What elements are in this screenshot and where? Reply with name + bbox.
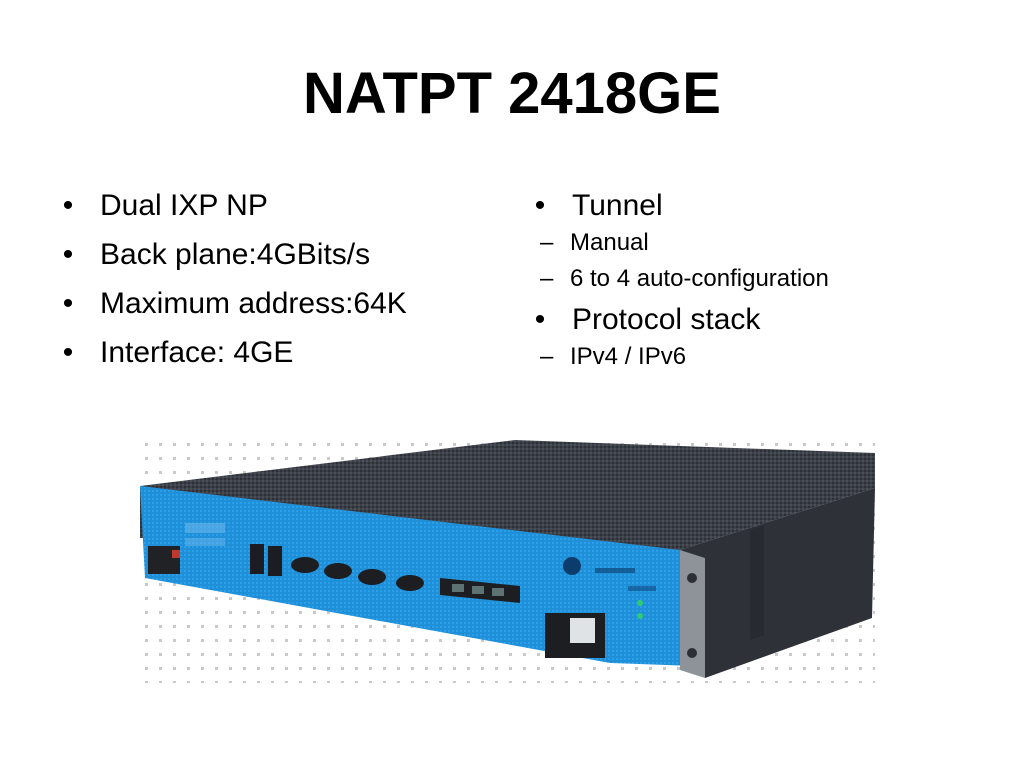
chassis-side: [680, 488, 875, 678]
bullet-marker: •: [534, 303, 546, 336]
sub-bullet-list-protocol: –IPv4 / IPv6: [530, 342, 990, 372]
sub-list-wrapper: –Manual –6 to 4 auto-configuration: [530, 228, 990, 294]
bullet-item: • Maximum address:64K: [58, 286, 498, 322]
rack-ear: [680, 550, 705, 678]
port: [324, 563, 352, 579]
bullet-text: Tunnel: [572, 189, 663, 222]
bullet-item: • Interface: 4GE: [58, 335, 498, 371]
logo: [563, 557, 581, 575]
sub-bullet-text: IPv4 / IPv6: [570, 343, 687, 370]
sub-bullet-text: 6 to 4 auto-configuration: [570, 265, 829, 292]
sub-bullet-text: Manual: [570, 229, 649, 256]
bullet-item-protocol-stack: • Protocol stack: [530, 302, 990, 338]
slot-block: [250, 544, 264, 574]
bullet-marker: •: [62, 238, 74, 271]
dash-marker: –: [540, 265, 554, 292]
right-bullet-list: •Tunnel –Manual –6 to 4 auto-configurati…: [530, 188, 990, 372]
bullet-text: Interface: 4GE: [100, 336, 294, 369]
sub-list-wrapper: –IPv4 / IPv6: [530, 342, 990, 372]
bullet-item: • Back plane:4GBits/s: [58, 237, 498, 273]
dash-marker: –: [540, 343, 554, 370]
bullet-marker: •: [62, 336, 74, 369]
sub-bullet-item: –IPv4 / IPv6: [530, 342, 990, 372]
bullet-text: Protocol stack: [572, 303, 761, 336]
bullet-item-tunnel: • Tunnel: [530, 188, 990, 224]
bullet-marker: •: [534, 189, 546, 222]
sub-bullet-item: –6 to 4 auto-configuration: [530, 264, 990, 294]
left-bullet-list: • Dual IXP NP • Back plane:4GBits/s • Maxim…: [58, 188, 498, 371]
slide-title: NATPT 2418GE: [303, 61, 721, 126]
port: [291, 557, 319, 573]
sub-bullet-item: –Manual: [530, 228, 990, 258]
left-bullet-column: • Dual IXP NP • Back plane:4GBits/s • Maxim…: [58, 188, 498, 384]
sub-bullet-list-tunnel: –Manual –6 to 4 auto-configuration: [530, 228, 990, 294]
bullet-marker: •: [62, 189, 74, 222]
bullet-item: • Dual IXP NP: [58, 188, 498, 224]
port: [358, 569, 386, 585]
bullet-marker: •: [62, 287, 74, 320]
slot-block: [268, 546, 282, 576]
bullet-text: Back plane:4GBits/s: [100, 238, 371, 271]
dash-marker: –: [540, 229, 554, 256]
bullet-text: Maximum address:64K: [100, 287, 407, 320]
bullet-text: Dual IXP NP: [100, 189, 268, 222]
right-bullet-column: •Tunnel –Manual –6 to 4 auto-configurati…: [530, 188, 990, 380]
network-device-image: [140, 438, 875, 683]
port: [396, 575, 424, 591]
